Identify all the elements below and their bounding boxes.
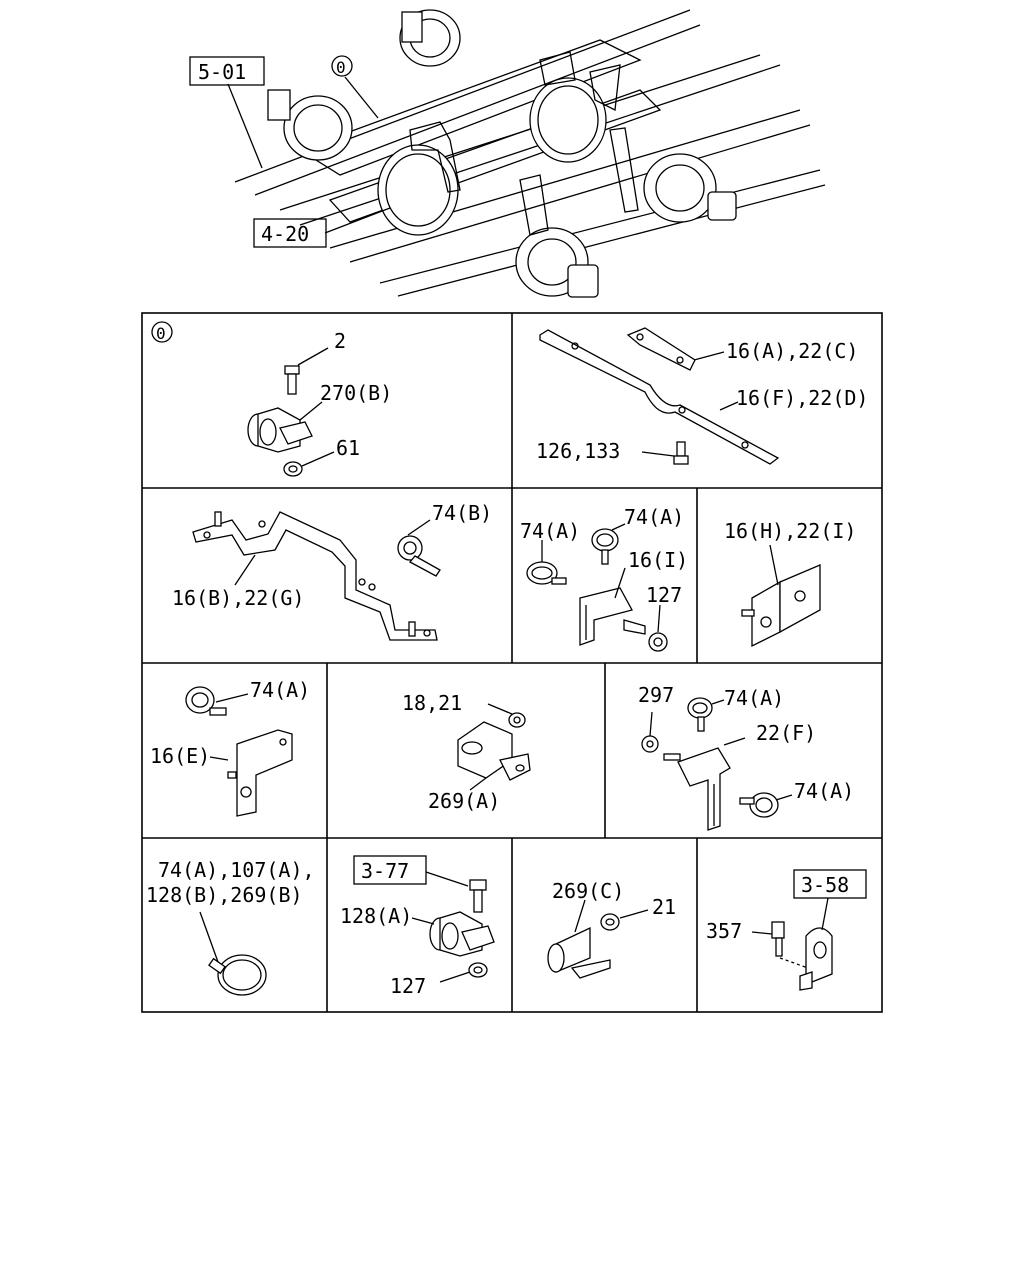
bolt-icon xyxy=(771,921,785,957)
hub-icon xyxy=(399,9,461,67)
bolt-icon xyxy=(284,365,300,395)
cell-12: 3-58 357 xyxy=(706,869,867,991)
axle-overview-illustration: 5-01 4-20 0 xyxy=(189,9,826,298)
part-label-74a: 74(A) xyxy=(624,505,684,529)
cell-5: 16(H),22(I) xyxy=(724,519,856,648)
part-label-127: 127 xyxy=(390,974,426,998)
nut-icon xyxy=(283,461,303,477)
cell-7: 18,21 269(A) xyxy=(402,691,531,813)
ref-label-5-01: 5-01 xyxy=(198,60,246,84)
ref-label-4-20: 4-20 xyxy=(261,222,309,246)
p-clamp-icon xyxy=(397,535,441,577)
part-label-269a: 269(A) xyxy=(428,789,500,813)
cell-2: 16(A),22(C) 16(F),22(D) 126,133 xyxy=(536,327,868,465)
detail-marker-circle xyxy=(331,55,353,77)
ref-box-5-01 xyxy=(189,56,265,86)
part-label-61: 61 xyxy=(336,436,360,460)
cell-8: 297 74(A) 22(F) 74(A) xyxy=(638,683,854,831)
hub-icon xyxy=(515,227,599,298)
part-label-74a: 74(A) xyxy=(250,678,310,702)
hub-icon xyxy=(643,153,737,223)
part-label-16f-22d: 16(F),22(D) xyxy=(736,386,868,410)
ref-label-3-58: 3-58 xyxy=(801,873,849,897)
angle-bracket-icon xyxy=(741,564,821,648)
band-clamp-icon xyxy=(208,954,267,996)
part-label-128b-269b: 128(B),269(B) xyxy=(146,883,303,907)
part-label-74a: 74(A) xyxy=(794,779,854,803)
cushion-clip-icon xyxy=(547,926,611,979)
nut-icon xyxy=(641,735,659,753)
hose-clamp-icon xyxy=(687,697,713,732)
part-label-270b: 270(B) xyxy=(320,381,392,405)
nut-icon xyxy=(508,712,526,728)
part-label-16a-22c: 16(A),22(C) xyxy=(726,339,858,363)
cell-1: 0 2 270(B) 61 xyxy=(151,321,392,477)
hose-clamp-icon xyxy=(185,686,227,716)
bracket-icon xyxy=(579,587,646,646)
cell-11: 269(C) 21 xyxy=(547,879,676,979)
part-label-22f: 22(F) xyxy=(756,721,816,745)
nut-icon xyxy=(468,962,488,978)
nut-icon xyxy=(648,632,668,652)
stepped-bracket-icon xyxy=(192,511,438,641)
part-label-21: 21 xyxy=(652,895,676,919)
part-label-74a: 74(A) xyxy=(520,519,580,543)
ref-box-4-20 xyxy=(253,218,327,248)
hose-clamp-icon xyxy=(526,561,567,585)
ref-box-3-58 xyxy=(793,869,867,899)
part-label-74b: 74(B) xyxy=(432,501,492,525)
cell-4: 74(A) 74(A) 16(I) 127 xyxy=(520,505,688,652)
part-label-16i: 16(I) xyxy=(628,548,688,572)
ref-box-3-77 xyxy=(353,855,427,885)
differential-housing-icon xyxy=(529,77,607,163)
ref-label-3-77: 3-77 xyxy=(361,859,409,883)
part-label-128a: 128(A) xyxy=(340,904,412,928)
nut-icon xyxy=(600,913,620,931)
rubber-mount-icon xyxy=(457,721,531,781)
angle-bracket-icon xyxy=(227,729,293,817)
detail-marker-circle xyxy=(151,321,173,343)
cell-3: 74(B) 16(B),22(G) xyxy=(172,501,492,641)
rubber-clip-icon xyxy=(247,407,313,453)
part-label-126-133: 126,133 xyxy=(536,439,620,463)
detail-marker-label: 0 xyxy=(336,58,346,77)
bracket-icon xyxy=(663,747,731,831)
part-label-269c: 269(C) xyxy=(552,879,624,903)
rubber-clip-icon xyxy=(429,911,495,957)
cell-9: 74(A),107(A), 128(B),269(B) xyxy=(146,858,315,996)
bolt-icon xyxy=(469,879,487,913)
part-label-357: 357 xyxy=(706,919,742,943)
hub-icon xyxy=(267,89,353,161)
cell-6: 74(A) 16(E) xyxy=(150,678,310,817)
part-label-18-21: 18,21 xyxy=(402,691,462,715)
part-label-16e: 16(E) xyxy=(150,744,210,768)
cell-10: 3-77 128(A) 127 xyxy=(340,855,495,998)
bolt-icon xyxy=(673,441,689,465)
part-label-16b-22g: 16(B),22(G) xyxy=(172,586,304,610)
long-bracket-icon xyxy=(539,327,780,465)
bracket-clip-icon xyxy=(799,927,833,991)
differential-housing-icon xyxy=(377,144,459,236)
part-label-127: 127 xyxy=(646,583,682,607)
part-label-74a-107a: 74(A),107(A), xyxy=(158,858,315,882)
detail-marker-label: 0 xyxy=(156,324,166,343)
hose-clamp-icon xyxy=(739,792,779,818)
part-label-74a: 74(A) xyxy=(724,686,784,710)
part-label-16h-22i: 16(H),22(I) xyxy=(724,519,856,543)
parts-grid xyxy=(141,312,883,1013)
part-label-297: 297 xyxy=(638,683,674,707)
part-label-2: 2 xyxy=(334,329,346,353)
hose-clamp-icon xyxy=(591,528,619,565)
